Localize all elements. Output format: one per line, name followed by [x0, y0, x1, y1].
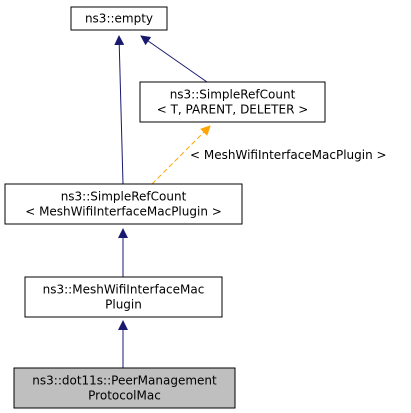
class-node-box [4, 183, 243, 225]
class-node-box [13, 367, 236, 409]
edge-simple-ref-count-instance-to-simple-ref-count-template [151, 125, 211, 185]
class-node-label-line: ns3::empty [85, 12, 153, 26]
class-node-label-line: < T, PARENT, DELETER > [157, 103, 309, 117]
class-node-label-line: < MeshWifiInterfaceMacPlugin > [25, 205, 222, 219]
class-node-label-line: Plugin [105, 298, 142, 312]
class-node-empty[interactable]: ns3::empty [70, 6, 168, 31]
class-node-box [70, 6, 168, 31]
class-node-label-line: ns3::MeshWifiInterfaceMac [43, 283, 205, 297]
class-node-simple-ref-count-instance[interactable]: ns3::SimpleRefCount< MeshWifiInterfaceMa… [4, 183, 243, 225]
class-node-label-line: ns3::dot11s::PeerManagement [32, 374, 217, 388]
edge-simple-ref-count-instance-to-empty [114, 35, 125, 185]
class-node-box [139, 81, 326, 123]
class-node-simple-ref-count-template[interactable]: ns3::SimpleRefCount< T, PARENT, DELETER … [139, 81, 326, 123]
edge-label: < MeshWifiInterfaceMacPlugin > [190, 148, 387, 162]
edge-simple-ref-count-template-to-empty [140, 35, 208, 83]
class-node-mesh-wifi-interface-mac-plugin[interactable]: ns3::MeshWifiInterfaceMacPlugin [24, 276, 223, 318]
class-node-label-line: ns3::SimpleRefCount [61, 190, 187, 204]
class-node-label-line: ProtocolMac [88, 389, 161, 403]
class-node-box [24, 276, 223, 318]
class-node-label-line: ns3::SimpleRefCount [170, 88, 296, 102]
